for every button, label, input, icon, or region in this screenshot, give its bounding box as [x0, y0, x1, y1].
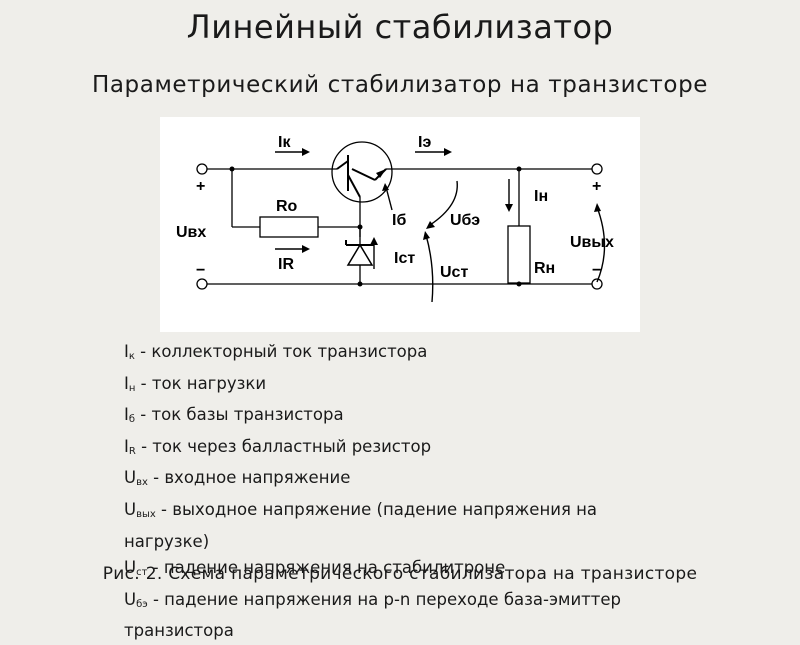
label-minus-left: − — [196, 262, 205, 279]
label-ib: Iб — [392, 212, 406, 229]
legend-item: Uст - падение напряжения на стабилитроне — [124, 558, 506, 579]
label-ist: Iст — [394, 250, 415, 267]
label-in: Iн — [534, 188, 548, 205]
label-ube: Uбэ — [450, 212, 480, 229]
legend-item: Uвх - входное напряжение — [124, 468, 351, 489]
legend-item: IR - ток через балластный резистор — [124, 436, 432, 457]
label-uvx: Uвх — [176, 224, 206, 241]
label-plus-left: + — [196, 178, 205, 195]
legend-item: Uвых - выходное напряжение (падение напр… — [124, 499, 598, 551]
label-minus-right: − — [592, 262, 601, 279]
legend-item: Iк - коллекторный ток транзистора — [124, 342, 428, 362]
label-plus-right: + — [592, 178, 601, 195]
label-ust: Uст — [440, 264, 468, 281]
legend-item: Iб - ток базы транзистора — [124, 405, 344, 426]
figure-caption: Рис. 2. Схема параметрического стабилиза… — [102, 564, 698, 584]
label-uvyx: Uвых — [570, 234, 614, 251]
slide-title: Линейный стабилизатор — [186, 8, 614, 46]
label-rn: Rн — [534, 260, 555, 277]
legend-list: Iк - коллекторный ток транзистора Iн - т… — [124, 339, 724, 645]
label-ik: Iк — [278, 134, 291, 151]
label-ir: IR — [278, 256, 294, 273]
legend-item: Uбэ - падение напряжения на p-n переходе… — [124, 589, 622, 641]
label-ro: Ro — [276, 198, 298, 215]
slide-subtitle: Параметрический стабилизатор на транзист… — [91, 72, 709, 98]
legend-item: Iн - ток нагрузки — [124, 373, 267, 394]
label-ie: Iэ — [418, 134, 431, 151]
circuit-diagram: Iк Iэ + − Uвх Ro IR Iб Uбэ Iст Uст Iн Rн… — [160, 117, 640, 332]
